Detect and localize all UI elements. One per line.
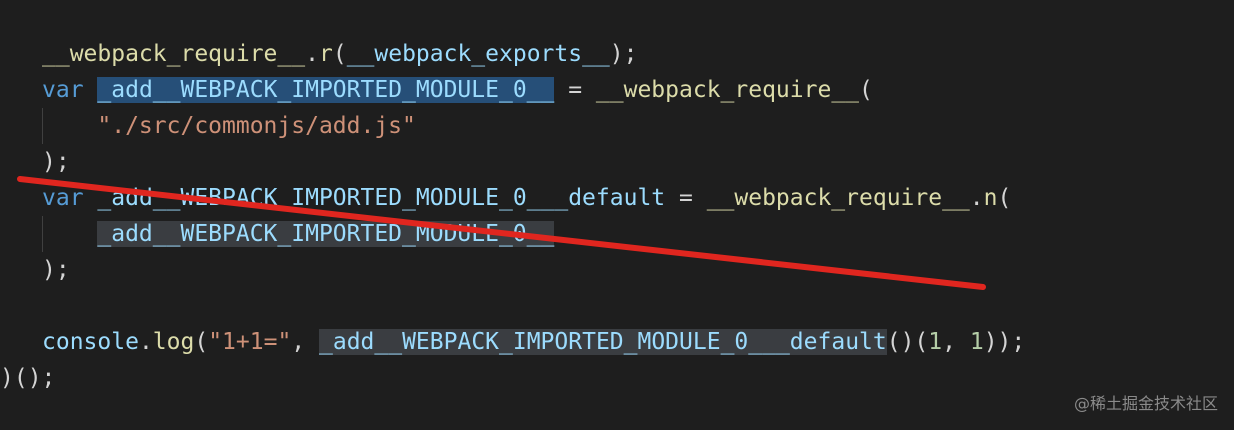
code-token: ); [609,41,638,67]
code-token: ( [997,185,1012,211]
code-token: __webpack_exports__ [346,41,610,67]
code-token: 1 [928,329,943,355]
code-token: )); [983,329,1026,355]
code-line: _add__WEBPACK_IMPORTED_MODULE_0__ [42,216,555,252]
code-token [84,77,98,103]
code-token: r [318,41,333,67]
code-token: log [152,329,195,355]
code-token: __webpack_require__ [595,77,860,103]
code-token: ); [42,257,70,283]
code-token: ( [332,41,347,67]
code-token: ( [194,329,209,355]
code-token: n [983,185,998,211]
code-token: , [291,329,319,355]
indent-guide [42,108,43,144]
code-token: . [305,41,319,67]
code-token: = [665,185,707,211]
code-token: ( [859,77,873,103]
code-token: var [42,185,84,211]
code-token: "./src/commonjs/add.js" [97,113,416,139]
code-token: _add__WEBPACK_IMPORTED_MODULE_0___defaul… [97,185,666,211]
code-line: __webpack_require__.r(__webpack_exports_… [42,36,638,72]
code-line: console.log("1+1=", _add__WEBPACK_IMPORT… [42,324,1025,360]
highlighted-token: _add__WEBPACK_IMPORTED_MODULE_0__ [97,221,555,247]
highlighted-token: _add__WEBPACK_IMPORTED_MODULE_0__ [97,77,555,103]
code-token: . [138,329,153,355]
code-editor[interactable]: __webpack_require__.r(__webpack_exports_… [0,36,1234,430]
code-token: = [554,77,596,103]
code-line: ); [42,144,70,180]
code-token: , [942,329,970,355]
code-token: __webpack_require__ [706,185,970,211]
code-token: var [42,77,84,103]
code-token: console [42,329,139,355]
code-token [42,221,97,247]
code-line: var _add__WEBPACK_IMPORTED_MODULE_0___de… [42,180,1011,216]
code-token: ); [42,149,70,175]
code-token: "1+1=" [208,329,292,355]
code-token: . [969,185,984,211]
code-token [84,185,98,211]
code-line: var _add__WEBPACK_IMPORTED_MODULE_0__ = … [42,72,873,108]
code-token: 1 [969,329,984,355]
highlighted-token: _add__WEBPACK_IMPORTED_MODULE_0___defaul… [319,329,887,355]
code-token: __webpack_require__ [42,41,306,67]
code-token: ()( [886,329,929,355]
code-line: ); [42,252,70,288]
code-token: )(); [0,365,56,391]
code-line: "./src/commonjs/add.js" [42,108,416,144]
code-line: )(); [0,360,55,396]
code-token [42,113,97,139]
watermark: @稀土掘金技术社区 [1073,394,1218,413]
